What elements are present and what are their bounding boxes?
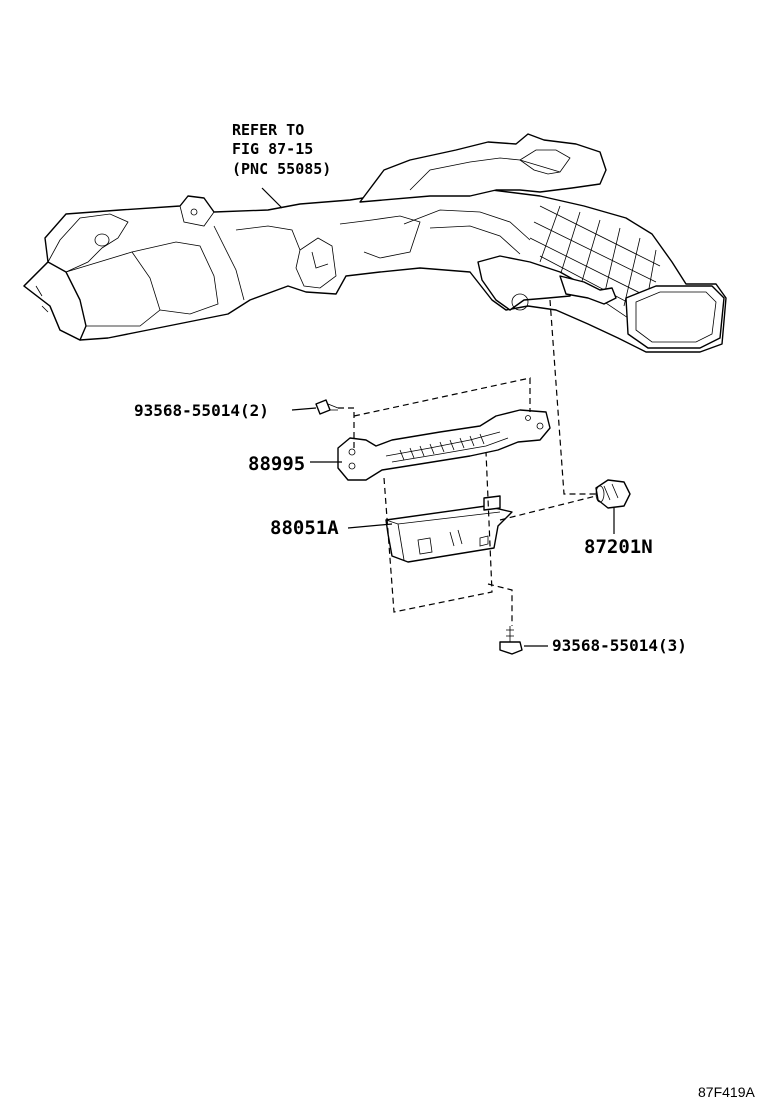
callout-screw-top: 93568-55014(2) — [134, 401, 269, 420]
leader-lines — [261, 187, 615, 647]
connector-87201N — [595, 479, 631, 509]
callout-connector: 87201N — [584, 536, 653, 558]
control-module-88051A — [385, 495, 513, 563]
duct-grid-texture — [529, 205, 661, 327]
air-duct-assembly — [23, 133, 727, 353]
bracket-88995 — [337, 409, 551, 481]
screw-bottom-icon — [499, 626, 523, 655]
assembly-dashed-lines — [338, 299, 597, 626]
callout-module: 88051A — [270, 517, 339, 539]
callout-screw-bottom: 93568-55014(3) — [552, 636, 687, 655]
refer-note-line3: (PNC 55085) — [232, 160, 331, 178]
figure-id: 87F419A — [698, 1084, 755, 1100]
refer-note-line1: REFER TO — [232, 121, 304, 139]
screw-top-icon — [315, 399, 339, 415]
refer-note: REFER TO FIG 87-15 (PNC 55085) — [232, 121, 331, 178]
refer-note-line2: FIG 87-15 — [232, 140, 313, 158]
callout-bracket: 88995 — [248, 453, 305, 475]
